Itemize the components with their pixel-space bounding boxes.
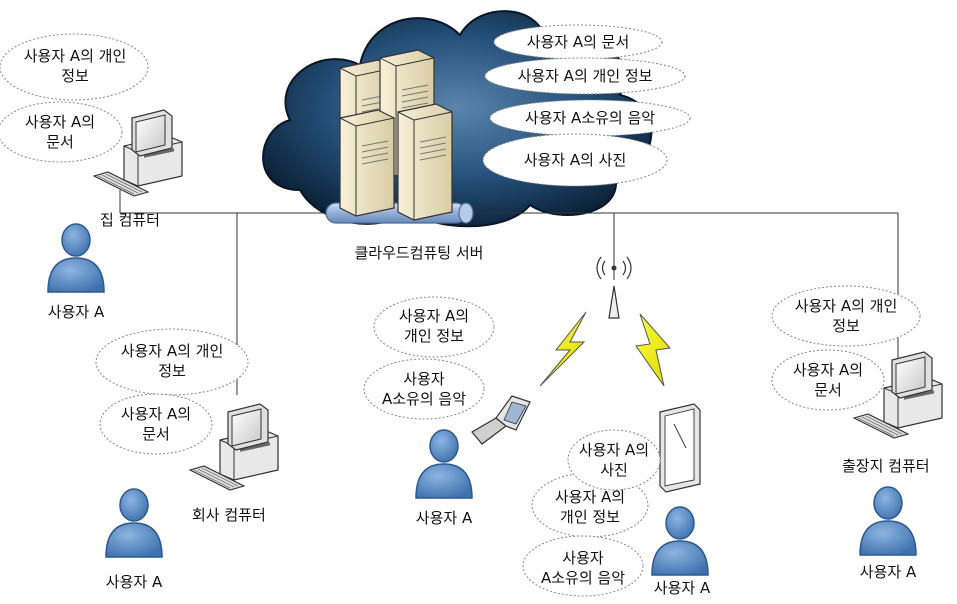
tablet-bubble-photos-line2: 사진: [600, 461, 628, 479]
server-bubble-documents: 사용자 A의 문서: [526, 33, 630, 51]
travel-user-icon: [859, 486, 917, 556]
phone-bubble-music: 사용자 A소유의 음악: [364, 369, 484, 409]
office-bubble-personal-info: 사용자 A의 개인 정보: [96, 341, 248, 381]
office-user-label: 사용자 A: [105, 573, 163, 591]
tablet-bubble-personal-info: 사용자 A의 개인 정보: [532, 487, 648, 527]
tablet-bubble-personal-info-line2: 개인 정보: [560, 508, 620, 526]
tablet-bubble-music-line1: 사용자: [562, 549, 604, 567]
tablet-bubble-music: 사용자 A소유의 음악: [523, 548, 643, 588]
home-user-label: 사용자 A: [47, 303, 105, 321]
phone-bubbles: [363, 296, 495, 420]
office-computer-label: 회사 컴퓨터: [192, 506, 266, 524]
antenna-icon: [596, 256, 632, 319]
phone-user-icon: [415, 429, 473, 499]
mobile-phone-icon: [471, 395, 531, 445]
phone-bubble-personal-info-line1: 사용자 A의: [398, 307, 470, 325]
travel-bubble-personal-info-line2: 정보: [832, 317, 860, 335]
home-bubble-documents-line1: 사용자 A의: [24, 113, 96, 131]
travel-bubble-documents: 사용자 A의 문서: [772, 360, 884, 400]
travel-computer-label: 출장지 컴퓨터: [842, 457, 930, 475]
home-bubble-personal-info: 사용자 A의 개인 정보: [0, 46, 150, 86]
home-bubble-documents: 사용자 A의 문서: [0, 112, 120, 152]
tablet-bubble-personal-info-line1: 사용자 A의: [554, 488, 626, 506]
phone-bubble-personal-info-line2: 개인 정보: [404, 327, 464, 345]
office-bubble-personal-info-line2: 정보: [158, 362, 186, 380]
office-user-icon: [105, 488, 163, 558]
server-bubble-photos: 사용자 A의 사진: [523, 151, 627, 169]
phone-bubble-music-line2: A소유의 음악: [381, 390, 467, 408]
tablet-bubble-photo: [567, 429, 661, 491]
home-bubble-personal-info-line1: 사용자 A의 개인: [23, 47, 127, 65]
server-bubble-music: 사용자 A소유의 음악: [524, 109, 656, 127]
phone-bubble-personal-info: 사용자 A의 개인 정보: [374, 306, 494, 346]
travel-bubble-personal-info: 사용자 A의 개인 정보: [772, 296, 920, 336]
tablet-bubble-photos-line1: 사용자 A의: [578, 441, 650, 459]
phone-bubble-music-line1: 사용자: [403, 370, 445, 388]
server-bubble-personal-info: 사용자 A의 개인 정보: [517, 67, 653, 85]
phone-user-label: 사용자 A: [415, 509, 473, 527]
office-bubble-documents: 사용자 A의 문서: [100, 404, 212, 444]
home-user-icon: [47, 223, 105, 293]
home-bubbles: [0, 33, 149, 163]
office-bubble-documents-line1: 사용자 A의: [120, 405, 192, 423]
tablet-user-icon: [651, 506, 709, 576]
server-data-bubbles: [482, 24, 691, 187]
travel-bubble-personal-info-line1: 사용자 A의 개인: [794, 297, 898, 315]
lightning-bolt-icon: [539, 311, 671, 387]
server-label: 클라우드컴퓨팅 서버: [354, 244, 484, 262]
office-bubble-documents-line2: 문서: [142, 425, 170, 443]
server-rack-icon: [339, 49, 453, 221]
home-bubble-documents-line2: 문서: [46, 133, 74, 151]
travel-bubble-documents-line1: 사용자 A의: [792, 361, 864, 379]
office-bubbles: [95, 328, 249, 455]
home-computer-label: 집 컴퓨터: [100, 211, 160, 229]
office-bubble-personal-info-line1: 사용자 A의 개인: [120, 342, 224, 360]
tablet-icon: [659, 403, 701, 493]
travel-bubbles: [771, 285, 921, 411]
travel-user-label: 사용자 A: [859, 563, 917, 581]
tablet-bubble-photos: 사용자 A의 사진: [568, 440, 660, 480]
tablet-user-label: 사용자 A: [653, 579, 711, 597]
travel-bubble-documents-line2: 문서: [814, 381, 842, 399]
tablet-bubble-music-line2: A소유의 음악: [540, 569, 626, 587]
home-bubble-personal-info-line2: 정보: [61, 67, 89, 85]
